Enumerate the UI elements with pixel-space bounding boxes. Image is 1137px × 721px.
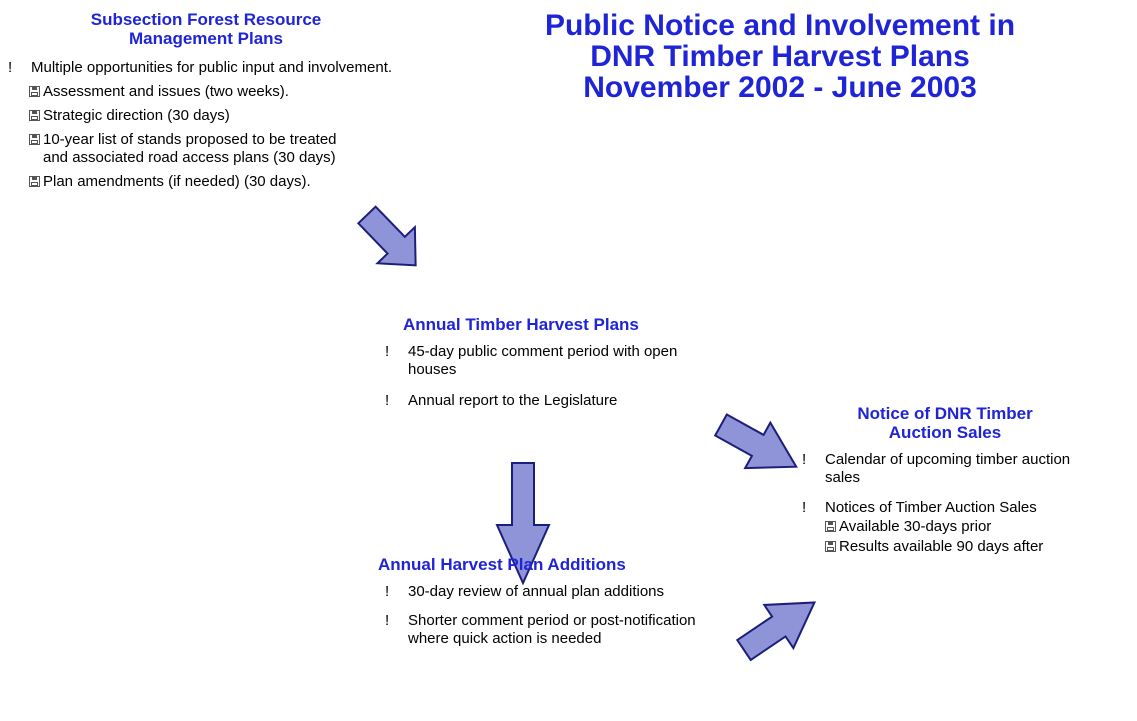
auction-bullet-list: ! Calendar of upcoming timber auction sal… [800, 451, 1135, 556]
bullet-mark: ! [385, 392, 390, 409]
page-title: Public Notice and Involvement in DNR Tim… [500, 10, 1060, 103]
auction-title-line-2: Auction Sales [888, 423, 1002, 442]
title-line-2: DNR Timber Harvest Plans [590, 40, 970, 73]
auction-sales-block: Notice of DNR Timber Auction Sales ! Cale… [800, 404, 1135, 565]
subitem-text: 10-year list of stands proposed to be tr… [43, 131, 337, 166]
auction-title-line-1: Notice of DNR Timber [857, 404, 1033, 423]
subsection-plans-title: Subsection Forest Resource Management Pl… [6, 10, 406, 48]
bullet-text: Annual report to the Legislature [408, 392, 618, 409]
arrow-annual-to-additions [495, 462, 551, 586]
plan-additions-title: Annual Harvest Plan Additions [378, 555, 626, 574]
disk-icon [825, 521, 836, 532]
list-item: Assessment and issues (two weeks). [29, 83, 359, 101]
additions-bullet-list: !30-day review of annual plan additions … [383, 583, 713, 648]
subsection-bullet-list: ! Multiple opportunities for public inpu… [6, 59, 398, 191]
list-item: ! Notices of Timber Auction Sales Availab… [800, 499, 1135, 556]
bullet-text: Notices of Timber Auction Sales [825, 499, 1037, 516]
list-item: Strategic direction (30 days) [29, 107, 359, 125]
title-line-3: November 2002 - June 2003 [583, 71, 977, 104]
bullet-text: Calendar of upcoming timber auction sale… [825, 451, 1071, 486]
list-item: Results available 90 days after [825, 538, 1135, 556]
disk-icon [825, 541, 836, 552]
subsection-title-line-2: Management Plans [129, 29, 283, 48]
bullet-text: 30-day review of annual plan additions [408, 583, 665, 600]
bullet-text: Shorter comment period or post-notificat… [408, 612, 696, 647]
annual-plans-block: Annual Timber Harvest Plans ! 45-day publ… [383, 315, 723, 419]
disk-icon [29, 86, 40, 97]
subitem-text: Strategic direction (30 days) [43, 107, 230, 124]
bullet-mark: ! [385, 612, 390, 629]
subsection-subitems: Assessment and issues (two weeks). Strat… [29, 83, 359, 191]
list-item: Available 30-days prior [825, 518, 1135, 536]
list-item: ! Shorter comment period or post-notifica… [383, 612, 713, 648]
bullet-mark: ! [802, 499, 807, 516]
bullet-mark: ! [385, 583, 390, 600]
list-item: 10-year list of stands proposed to be tr… [29, 131, 359, 167]
arrow-annual-to-auction [713, 413, 798, 470]
arrow-additions-to-auction [735, 601, 817, 662]
list-item: Plan amendments (if needed) (30 days). [29, 173, 359, 191]
list-item: ! 45-day public comment period with open … [383, 343, 713, 379]
annual-plans-title: Annual Timber Harvest Plans [403, 315, 639, 334]
bullet-mark: ! [8, 59, 13, 76]
subitem-text: Assessment and issues (two weeks). [43, 83, 289, 100]
subsection-title-line-1: Subsection Forest Resource [90, 10, 322, 29]
title-line-1: Public Notice and Involvement in [544, 9, 1016, 42]
subitem-text: Results available 90 days after [839, 538, 1044, 555]
subsection-plans-block: Subsection Forest Resource Management Pl… [6, 10, 406, 200]
disk-icon [29, 134, 40, 145]
subitem-text: Available 30-days prior [839, 518, 992, 535]
bullet-mark: ! [385, 343, 390, 360]
disk-icon [29, 176, 40, 187]
list-item: ! Annual report to the Legislature [383, 392, 713, 410]
disk-icon [29, 110, 40, 121]
arrow-subsection-to-annual [356, 205, 417, 267]
list-item: ! Calendar of upcoming timber auction sal… [800, 451, 1075, 487]
list-item: ! Multiple opportunities for public inpu… [6, 59, 398, 191]
auction-sales-title: Notice of DNR Timber Auction Sales [825, 404, 1065, 442]
bullet-text: Multiple opportunities for public input … [31, 59, 393, 76]
subitem-text: Plan amendments (if needed) (30 days). [43, 173, 311, 190]
plan-additions-block: Annual Harvest Plan Additions ! 30-day re… [378, 555, 738, 657]
bullet-text: 45-day public comment period with open h… [408, 343, 678, 378]
bullet-mark: ! [802, 451, 807, 468]
auction-subitems: Available 30-days prior Results availabl… [825, 518, 1135, 556]
list-item: ! 30-day review of annual plan additions [383, 583, 713, 601]
annual-bullet-list: ! 45-day public comment period with open … [383, 343, 713, 410]
